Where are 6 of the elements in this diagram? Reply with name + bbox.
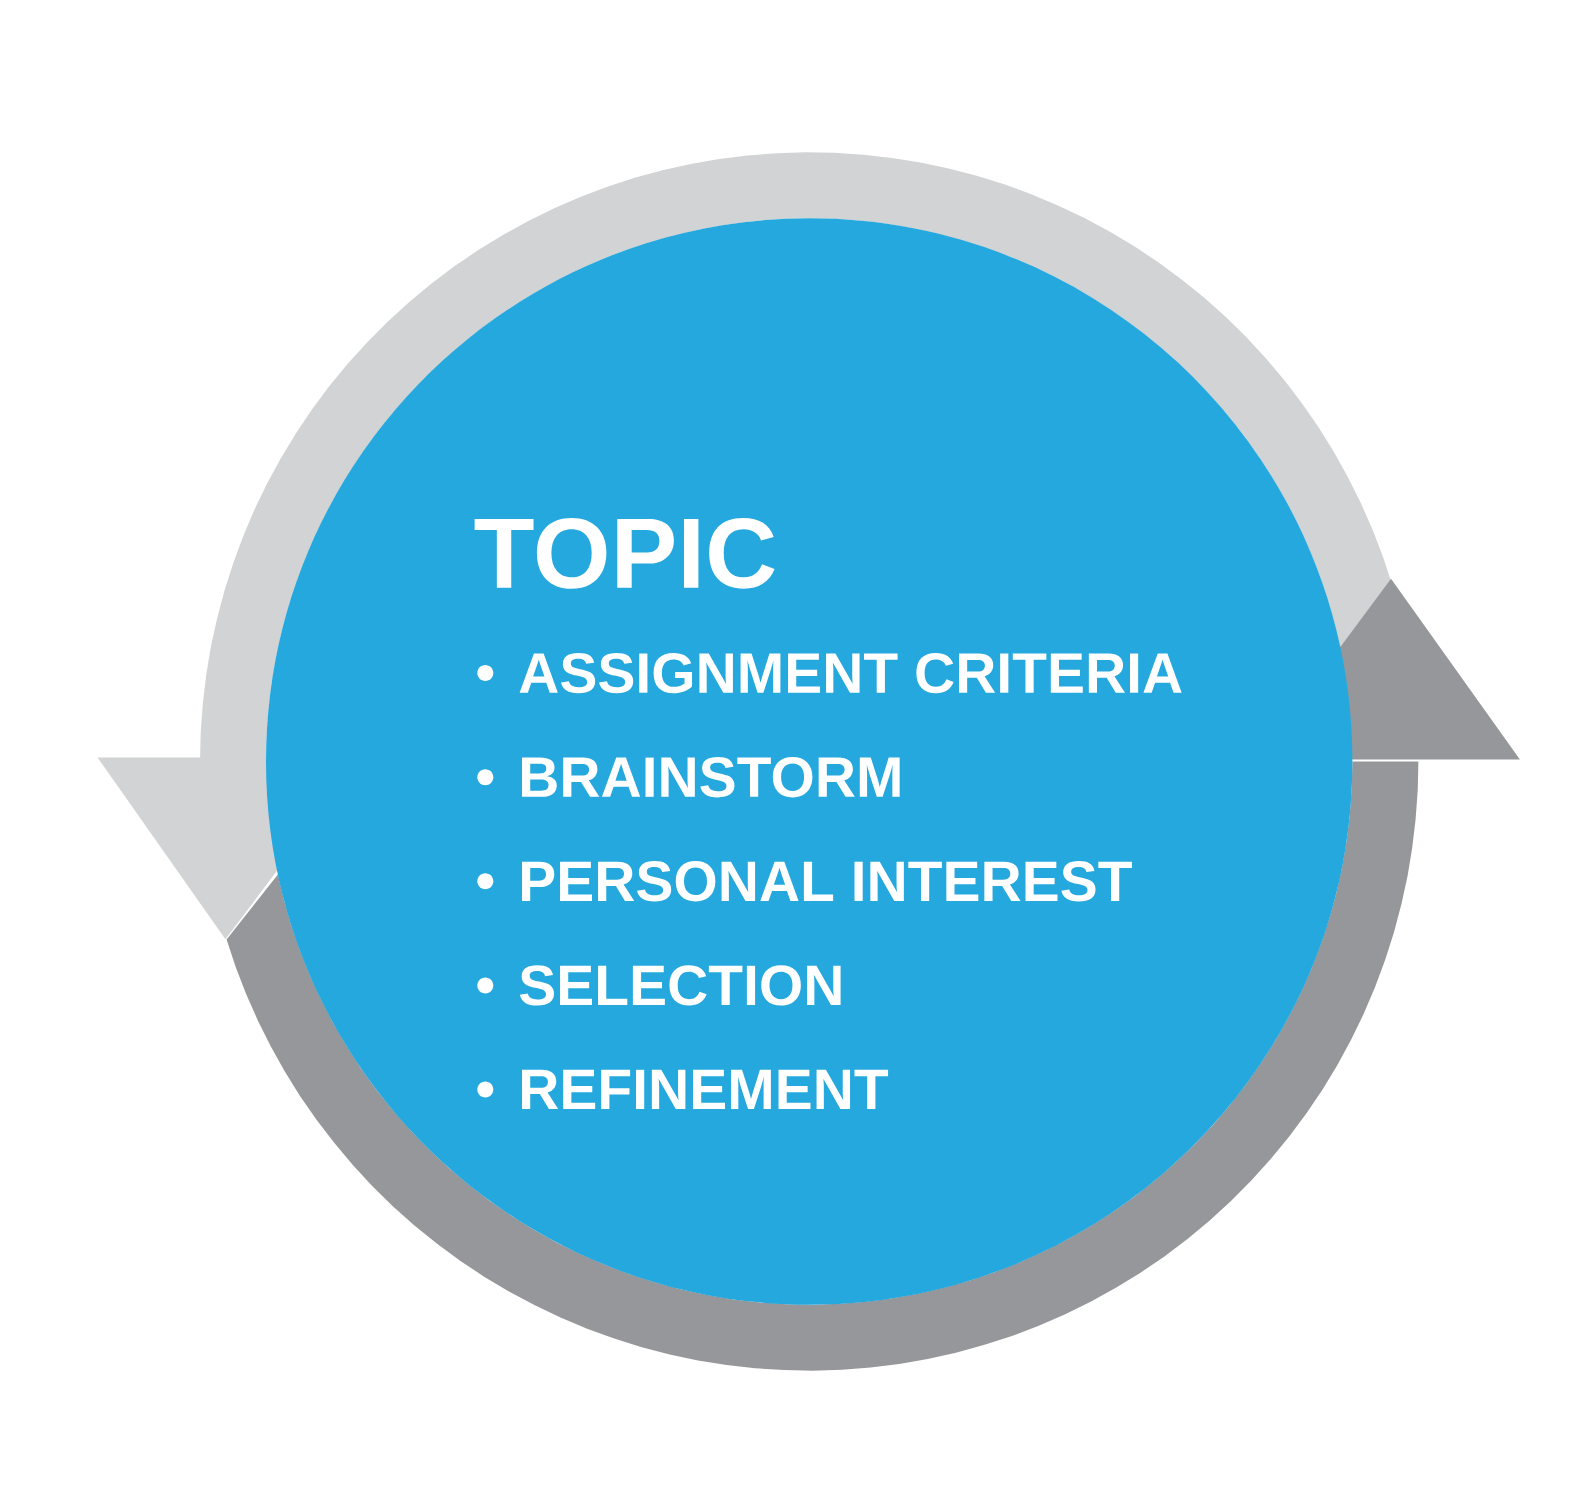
list-item: BRAINSTORM	[522, 757, 900, 798]
list-item: SELECTION	[519, 965, 841, 1006]
list-item: REFINEMENT	[522, 1069, 889, 1109]
heading: TOPIC	[474, 517, 775, 589]
list-item: ASSIGNMENT CRITERIA	[519, 652, 1182, 694]
list-item: PERSONAL INTEREST	[522, 861, 1132, 902]
